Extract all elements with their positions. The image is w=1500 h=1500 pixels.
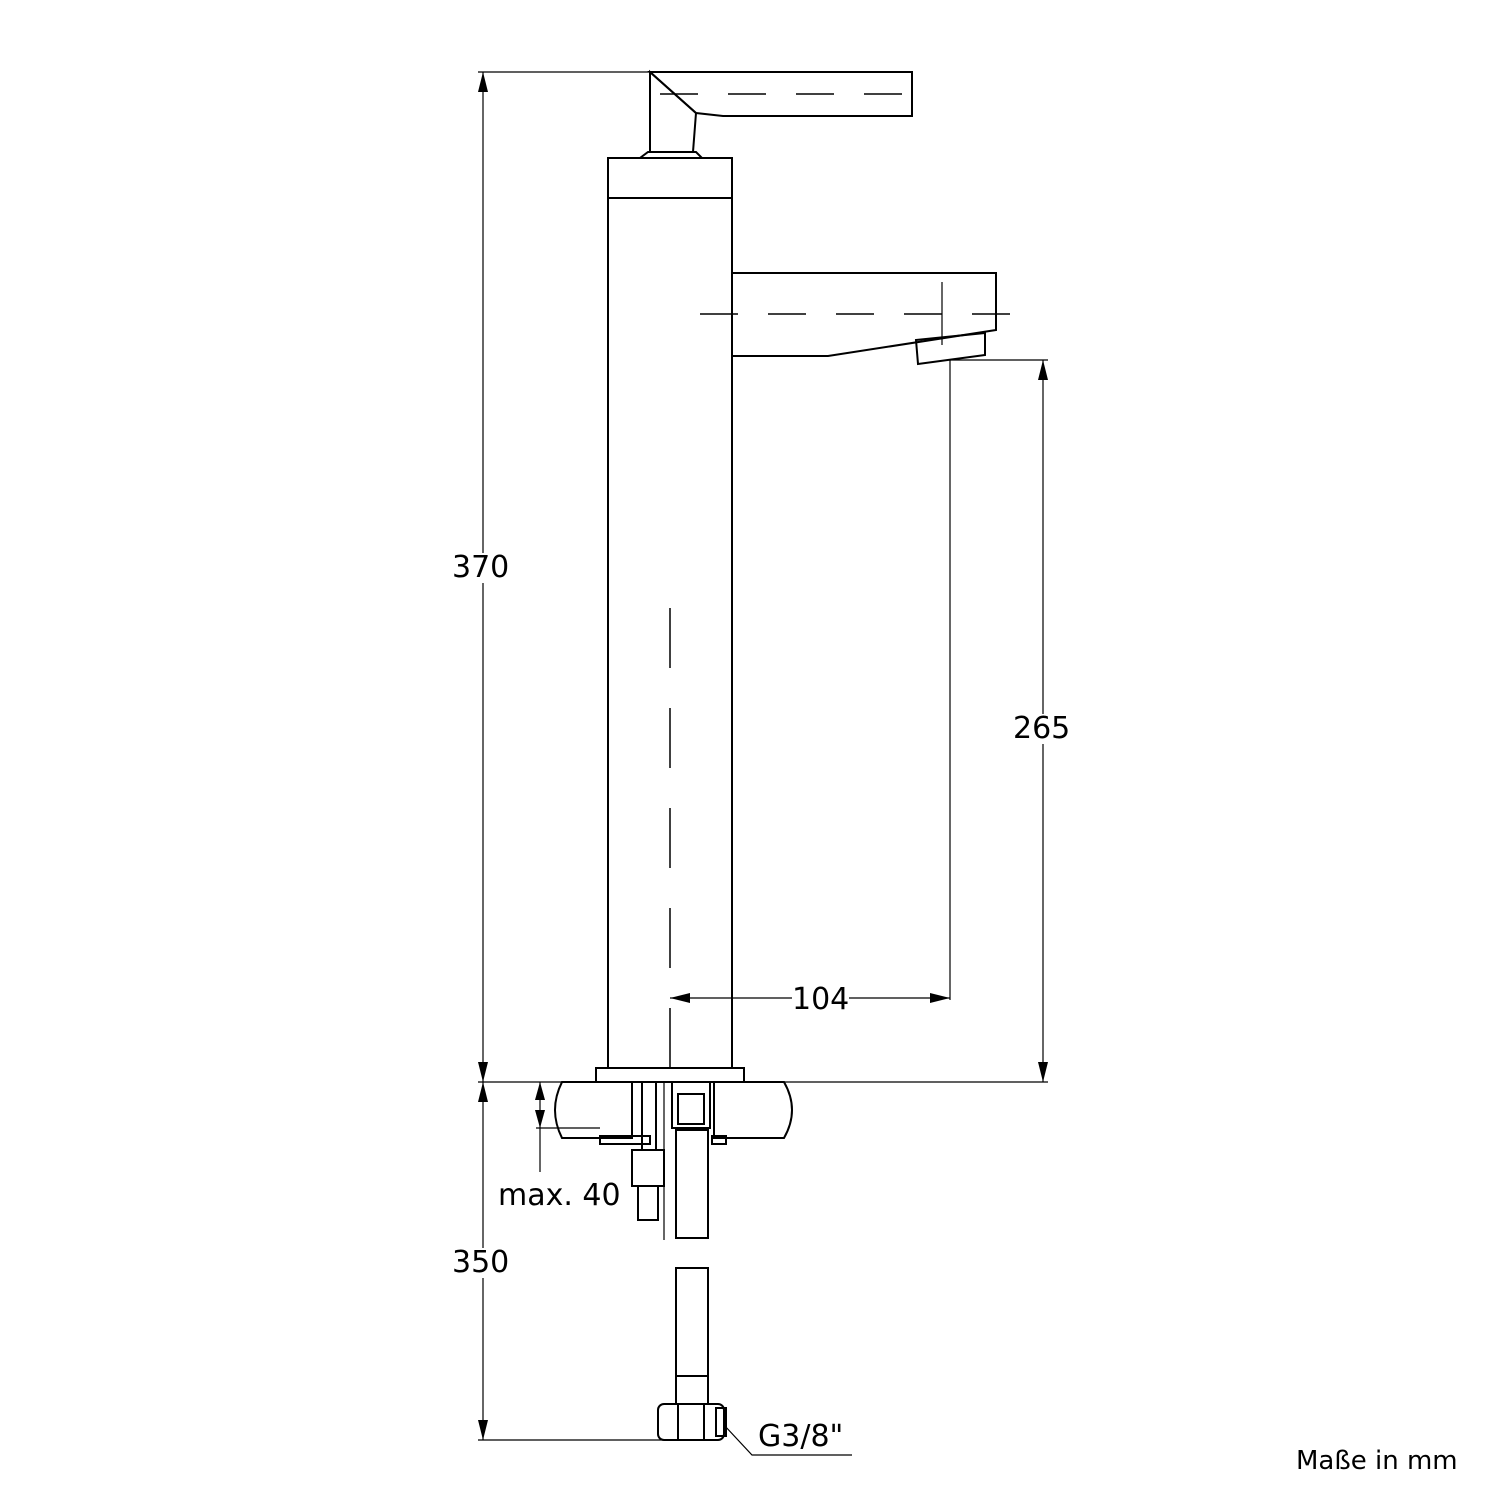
unit-note: Maße in mm <box>1296 1446 1458 1476</box>
dimension-lines <box>478 71 1048 1456</box>
lever-handle <box>637 69 932 159</box>
dimension-counter-thickness-label: max. 40 <box>498 1178 621 1213</box>
base-flange <box>595 1067 745 1083</box>
dimension-spout-reach-label: 104 <box>792 982 850 1017</box>
faucet-body <box>607 157 733 1069</box>
thread-size-label: G3/8" <box>758 1419 844 1454</box>
flexible-hose <box>657 1081 727 1441</box>
countertop-section <box>554 1081 793 1145</box>
mounting-stud <box>631 1082 665 1240</box>
dimension-total-height-label: 370 <box>452 550 510 585</box>
spout <box>700 272 1018 366</box>
dimension-hose-length-label: 350 <box>452 1245 510 1280</box>
dimension-spout-height-label: 265 <box>1013 711 1071 746</box>
